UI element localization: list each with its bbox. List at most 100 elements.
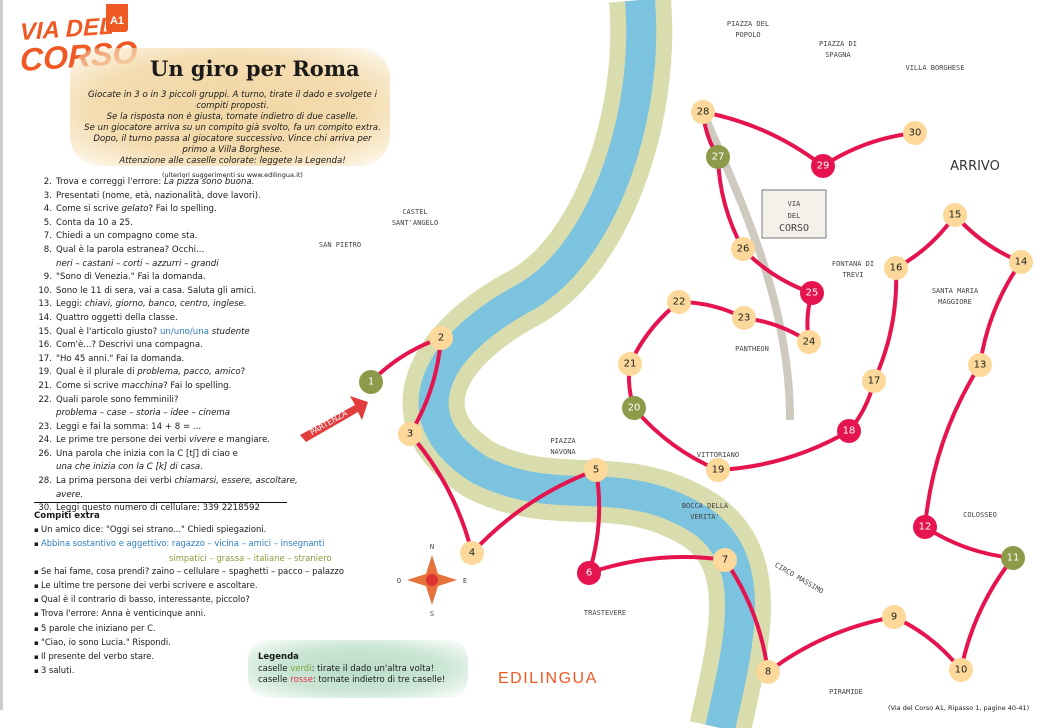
task-number: 24. — [38, 435, 52, 446]
board-cell-3: 3 — [398, 422, 422, 446]
extra-item: Qual è il contrario di basso, interessan… — [34, 593, 374, 607]
cell-number: 11 — [1007, 553, 1020, 564]
task-number: 14. — [38, 312, 52, 323]
compass-s: S — [430, 610, 434, 618]
task-text: Quattro oggetti della classe. — [56, 312, 178, 326]
task-italic: macchina — [121, 380, 164, 391]
sign-line-1: VIA — [788, 200, 801, 208]
task-number: 3. — [43, 190, 52, 201]
board-cell-8: 8 — [756, 660, 780, 684]
start-arrow-icon — [300, 396, 368, 442]
cell-circle — [429, 326, 453, 350]
task-text: Leggi e fai la somma: 14 + 8 = ... — [56, 421, 201, 435]
extra-item: Un amico dice: "Oggi sei strano..." Chie… — [34, 523, 374, 537]
task-text: Leggi questo numero di cellulare: 339 22… — [56, 503, 260, 514]
task-number: 21. — [38, 380, 52, 391]
task-text: Qual è il plurale di problema, pacco, am… — [56, 366, 245, 380]
cell-circle — [706, 145, 730, 169]
extra-item: "Ciao, io sono Lucia." Rispondi. — [34, 636, 374, 650]
task-text: Leggi: — [56, 299, 85, 310]
divider — [34, 502, 287, 503]
legend-green-word: verdi — [290, 663, 312, 674]
landmark-label: SAN PIETRO — [319, 241, 361, 249]
task-number: 26. — [38, 448, 52, 459]
instruction-line: Se un giocatore arriva su un compito già… — [84, 123, 381, 133]
task-italic: problema, pacco, amico — [137, 367, 241, 378]
legend-red-word: rosse — [290, 675, 313, 685]
task-item: 24.Le prime tre persone dei verbi vivere… — [34, 434, 304, 448]
landmark-label: PIAZZA DEL — [727, 20, 769, 28]
compass-e: E — [463, 577, 467, 585]
landmark-label: BOCCA DELLA — [682, 502, 729, 510]
task-text: "Sono di Venezia." Fai la domanda. — [56, 272, 206, 283]
cell-number: 19 — [712, 465, 725, 476]
task-text: Qual è la parola estranea? Occhi...neri … — [56, 244, 219, 271]
cell-number: 30 — [909, 128, 922, 139]
task-text: Trova e correggi l'errore: — [56, 177, 164, 187]
board-cell-19: 19 — [706, 458, 730, 482]
cell-number: 9 — [891, 612, 897, 623]
cell-number: 21 — [624, 359, 637, 370]
board-cell-2: 2 — [429, 326, 453, 350]
compass-n: N — [430, 543, 434, 551]
finish-label: ARRIVO — [950, 159, 1000, 174]
landmark-label: COLOSSEO — [963, 511, 997, 519]
cell-number: 16 — [890, 263, 903, 274]
instructions: Giocate in 3 o in 3 piccoli gruppi. A tu… — [80, 90, 385, 181]
landmark-label: VITTORIANO — [697, 451, 739, 459]
board-cell-1: 1 — [359, 370, 383, 394]
compass-o: O — [397, 577, 401, 585]
cell-circle — [706, 458, 730, 482]
cell-number: 22 — [673, 297, 686, 308]
instruction-line: Se la risposta non è giusta, tornate ind… — [106, 112, 359, 122]
extra-item: 3 saluti. — [34, 664, 374, 678]
task-text: "Sono di Venezia." Fai la domanda. — [56, 271, 206, 285]
task-text: Una parola che inizia con la C [tʃ] di c… — [56, 448, 238, 475]
task-sub: neri – castani – corti – azzurri – grand… — [56, 258, 219, 269]
board-cell-27: 27 — [706, 145, 730, 169]
cell-number: 8 — [765, 667, 771, 678]
source-note: (Via del Corso A1, Ripasso 1, pagine 40-… — [888, 704, 1030, 712]
cell-circle — [949, 658, 973, 682]
landmark-label: MAGGIORE — [938, 298, 972, 306]
task-text: Presentati (nome, età, nazionalità, dove… — [56, 190, 261, 201]
board-cell-9: 9 — [882, 605, 906, 629]
cell-circle — [837, 419, 861, 443]
task-text: Com'è...? Descrivi una compagna. — [56, 340, 203, 351]
task-italic: vivere — [188, 435, 216, 446]
cell-circle — [731, 237, 755, 261]
task-text: Sono le 11 di sera, vai a casa. Saluta g… — [56, 285, 257, 296]
cell-circle — [618, 352, 642, 376]
task-text: Presentati (nome, età, nazionalità, dove… — [56, 190, 261, 204]
task-text: Leggi e fai la somma: 14 + 8 = ... — [56, 421, 202, 432]
task-text: Quattro oggetti della classe. — [56, 312, 178, 323]
board-cell-13: 13 — [968, 353, 992, 377]
cell-number: 25 — [806, 288, 819, 299]
cell-number: 10 — [955, 665, 968, 676]
cell-number: 28 — [697, 107, 710, 118]
landmark-label: PIAZZA DI — [819, 40, 857, 48]
task-number: 17. — [38, 353, 52, 364]
board-cell-11: 11 — [1001, 546, 1025, 570]
cell-number: 17 — [868, 376, 881, 387]
task-text: Chiedi a un compagno come sta. — [56, 230, 198, 244]
compass-icon: N O E S — [397, 543, 467, 618]
legend-green: caselle verdi: tirate il dado un'altra v… — [258, 664, 445, 676]
instruction-line: Dopo, il turno passa al giocatore succes… — [93, 134, 372, 155]
task-italic: La pizza sono buona. — [164, 177, 255, 187]
landmark-label: CASTEL — [402, 208, 427, 216]
landmark-label: TREVI — [842, 271, 863, 279]
cell-circle — [903, 121, 927, 145]
extra-item: 5 parole che iniziano per C. — [34, 622, 374, 636]
board-cell-20: 20 — [622, 396, 646, 420]
task-text: Com'è...? Descrivi una compagna. — [56, 339, 203, 353]
board-cell-14: 14 — [1009, 250, 1033, 274]
cell-circle — [800, 281, 824, 305]
legend-red: caselle rosse: tornate indietro di tre c… — [258, 675, 445, 687]
board-cell-22: 22 — [667, 290, 691, 314]
cell-circle — [732, 306, 756, 330]
task-number: 15. — [38, 326, 52, 337]
cell-number: 18 — [843, 426, 856, 437]
cell-circle — [667, 290, 691, 314]
